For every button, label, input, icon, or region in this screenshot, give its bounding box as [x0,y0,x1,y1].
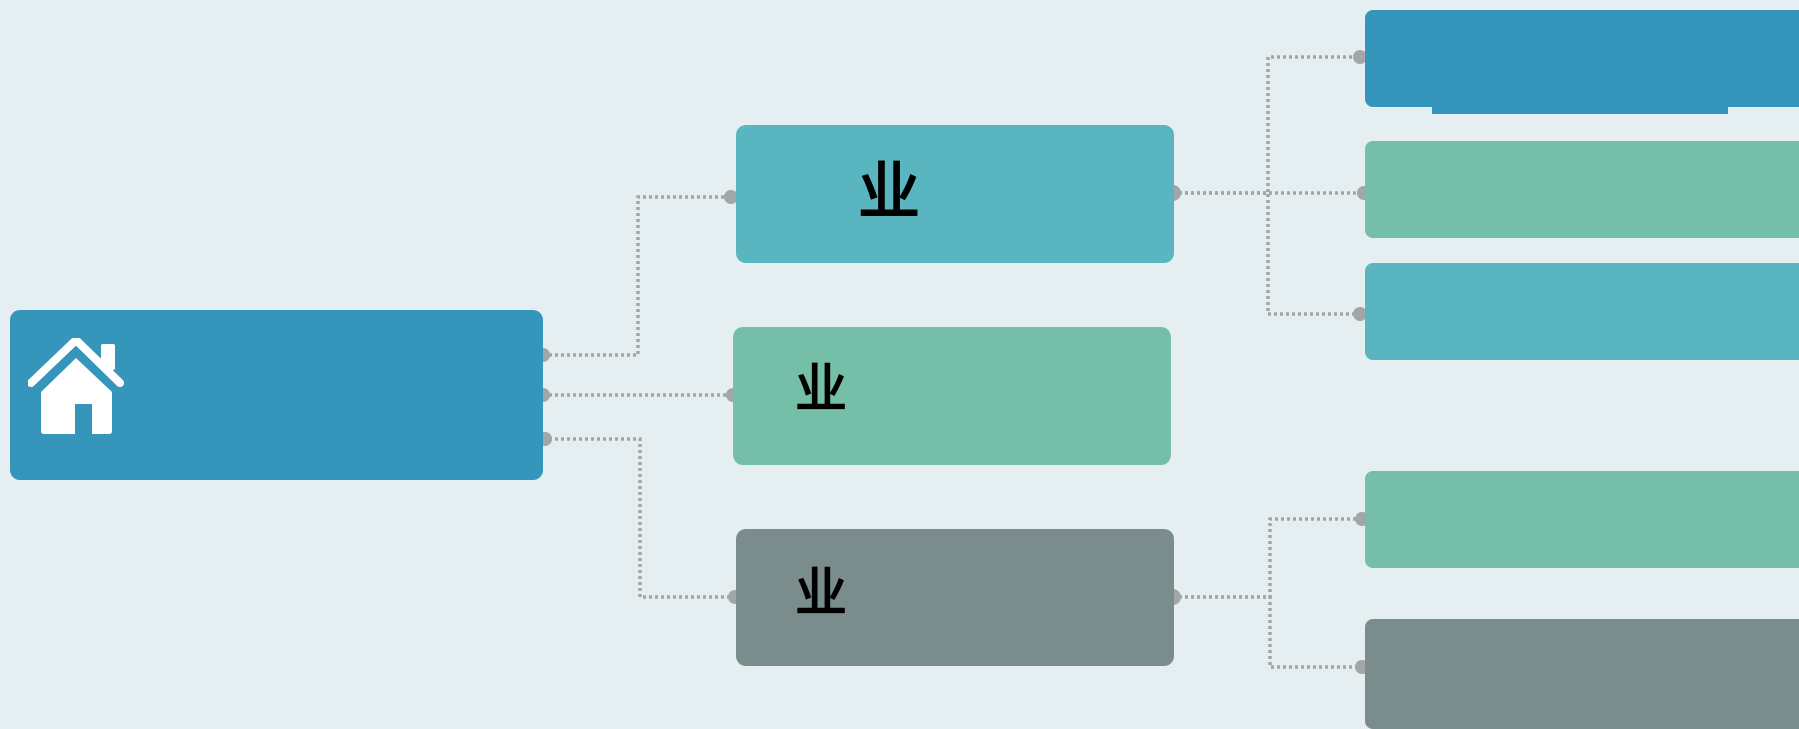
child-glyph: 业 [795,564,848,624]
leaf-node-5[interactable] [1365,619,1799,729]
child-node-3[interactable]: 业 [736,529,1174,666]
leaf-node-3[interactable] [1365,263,1799,360]
connector-child-3-leaf-4 [1173,517,1362,599]
child-glyph: 业 [795,360,848,420]
child-glyph: 业 [858,155,921,228]
leaf-node-2[interactable] [1365,141,1799,238]
connector-root-child-3 [543,437,735,599]
connector-child-1-leaf-3 [1173,191,1360,316]
port-dot[interactable] [724,190,738,204]
connector-child-3-leaf-5 [1173,595,1362,669]
child-node-1[interactable]: 业 [736,125,1174,263]
leaf-node-1[interactable] [1365,10,1799,107]
port-dot[interactable] [1353,307,1367,321]
home-icon [27,336,128,438]
connector-root-child-1 [543,195,731,357]
connector-child-1-leaf-1 [1173,55,1360,195]
child-node-2[interactable]: 业 [733,327,1171,465]
port-dot[interactable] [1353,50,1367,64]
leaf-node-1-tab [1432,104,1728,114]
leaf-node-4[interactable] [1365,471,1799,568]
root-node[interactable] [10,310,543,480]
